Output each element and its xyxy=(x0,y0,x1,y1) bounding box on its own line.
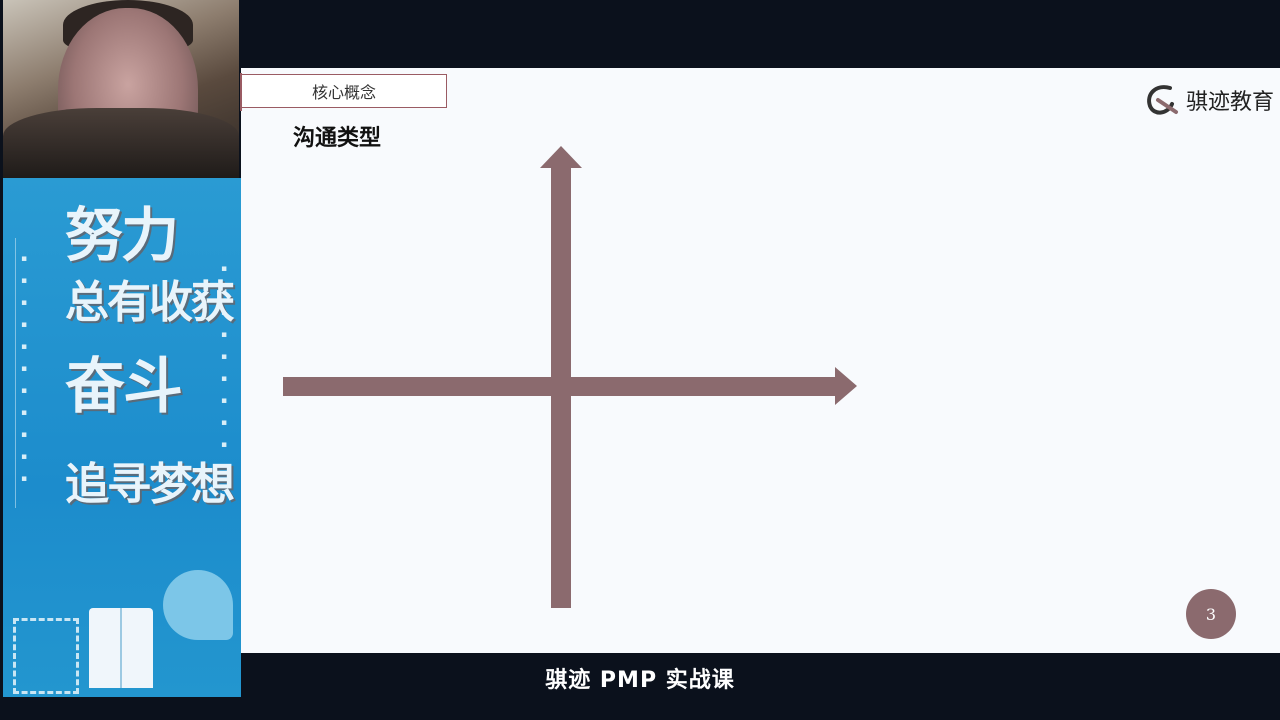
poster-line-4: 追寻梦想 xyxy=(65,459,235,510)
presenter-coat xyxy=(3,108,239,178)
brand-logo: 骐迹教育 xyxy=(1142,82,1274,118)
left-panel: ▪▪▪▪▪▪▪▪▪▪▪ ▪▪▪▪▪▪▪▪▪▪▪ 努力 总有收获 奋斗 追寻梦想 xyxy=(0,0,241,697)
poster-line-2: 总有收获 xyxy=(65,277,235,328)
presenter-webcam xyxy=(3,0,239,178)
slide: 核心概念 沟通类型 骐迹教育 3 xyxy=(240,68,1280,653)
brand-mark-icon xyxy=(1147,85,1178,115)
page-number-badge: 3 xyxy=(1186,589,1236,639)
slide-title: 沟通类型 xyxy=(293,126,382,151)
up-arrow-icon xyxy=(540,146,582,168)
poster-decoration-right: ▪▪▪▪▪▪▪▪▪▪▪ xyxy=(221,264,228,494)
poster-graphic-frame xyxy=(13,618,79,694)
poster-line-3: 奋斗 xyxy=(65,352,183,422)
vertical-axis xyxy=(551,164,571,608)
motivational-poster: ▪▪▪▪▪▪▪▪▪▪▪ ▪▪▪▪▪▪▪▪▪▪▪ 努力 总有收获 奋斗 追寻梦想 xyxy=(3,178,241,697)
poster-line-1: 努力 xyxy=(65,201,179,269)
section-tag: 核心概念 xyxy=(240,73,447,111)
poster-divider xyxy=(15,238,16,508)
video-caption: 骐迹 PMP 实战课 xyxy=(545,668,735,693)
brand-name: 骐迹教育 xyxy=(1185,90,1274,115)
right-arrow-icon xyxy=(835,367,857,405)
lamp-illustration xyxy=(163,570,233,640)
poster-decoration-left: ▪▪▪▪▪▪▪▪▪▪▪ xyxy=(21,254,28,484)
quadrant-axes xyxy=(283,146,857,608)
book-illustration xyxy=(89,608,153,688)
